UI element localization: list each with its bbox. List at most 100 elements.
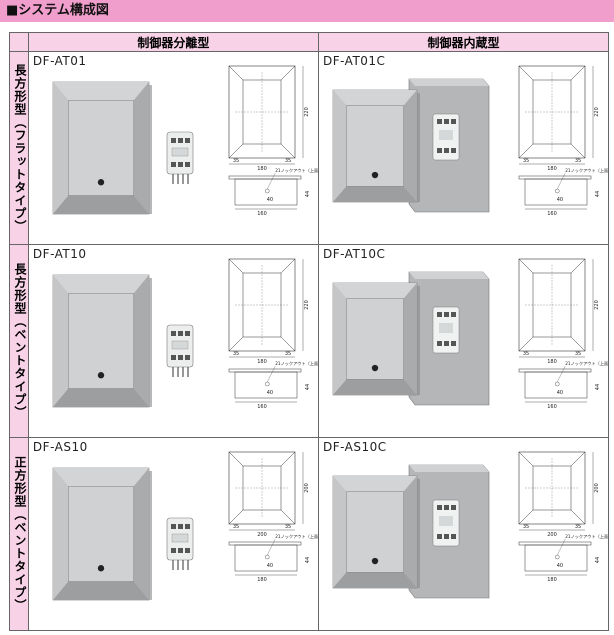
bevel-left — [332, 476, 347, 588]
model-name: DF-AT01 — [32, 54, 87, 68]
side-flange — [518, 541, 592, 546]
box-top — [408, 79, 489, 86]
side-dimension: 35 — [233, 524, 239, 530]
housing-photo — [52, 274, 152, 408]
terminal — [443, 119, 449, 124]
terminal — [450, 341, 456, 346]
corner-cell — [9, 32, 29, 52]
side-dimension: 35 — [285, 158, 291, 164]
corner-line — [570, 143, 586, 159]
header-built-in: 制御器内蔵型 — [317, 32, 610, 52]
controller-photo — [166, 517, 194, 570]
bevel-right — [403, 90, 417, 202]
label-plate — [171, 533, 189, 543]
sensor-hole — [371, 364, 379, 372]
knockout-label: 21ノックアウト（上面） — [275, 360, 318, 367]
side-body — [234, 371, 298, 399]
terminal — [184, 138, 190, 143]
label-plate — [438, 130, 453, 140]
terminal — [170, 548, 176, 553]
shadow — [148, 85, 152, 214]
terminal — [436, 505, 442, 510]
side-dimension: 35 — [523, 158, 529, 164]
bevel-right — [133, 275, 149, 407]
side-dimension: 35 — [285, 351, 291, 357]
knockout-symbol — [265, 188, 270, 194]
height-dimension: 220 — [594, 107, 600, 117]
corner-line — [518, 336, 534, 352]
terminal — [170, 138, 176, 143]
built-in-box-photo — [408, 464, 490, 599]
corner-line — [518, 143, 534, 159]
height-dimension: 200 — [304, 483, 310, 493]
bevel-right — [403, 283, 417, 395]
row-label: 長方形型（フラットタイプ） — [13, 63, 27, 233]
depth-dimension-1: 40 — [267, 390, 273, 396]
built-in-box-photo — [408, 78, 490, 213]
row-label: 正方形型（ベントタイプ） — [13, 456, 27, 612]
row-label-cell: 正方形型（ベントタイプ） — [9, 437, 29, 631]
terminal — [170, 162, 176, 167]
terminal — [436, 341, 442, 346]
side-dimension: 35 — [575, 158, 581, 164]
bevel-right — [403, 476, 417, 588]
housing-photo — [52, 81, 152, 215]
leader-line — [267, 365, 276, 383]
terminal — [177, 524, 183, 529]
header-separate: 制御器分離型 — [27, 32, 319, 52]
depth-dimension-1: 40 — [267, 563, 273, 569]
corner-line — [280, 336, 296, 352]
side-body — [524, 544, 588, 572]
terminal — [436, 119, 442, 124]
corner-line — [228, 336, 244, 352]
bevel-top — [52, 468, 149, 487]
row-label: 長方形型（ベントタイプ） — [13, 263, 27, 419]
terminal — [177, 138, 183, 143]
bevel-left — [52, 275, 69, 407]
corner-line — [570, 509, 586, 525]
terminal — [443, 312, 449, 317]
title-bar: ■システム構成図 — [0, 0, 614, 22]
label-plate — [438, 516, 453, 526]
terminal — [450, 534, 456, 539]
sensor-hole — [371, 171, 379, 179]
bevel-right — [133, 82, 149, 214]
model-name: DF-AT01C — [322, 54, 386, 68]
depth-dimension: 180 — [547, 577, 557, 583]
row-label-cell: 長方形型（ベントタイプ） — [9, 244, 29, 438]
box-top — [408, 465, 489, 472]
bevel-left — [332, 283, 347, 395]
terminal — [443, 505, 449, 510]
front-outline — [228, 65, 296, 159]
side-dimension: 35 — [523, 524, 529, 530]
leader-line — [557, 365, 566, 383]
knockout-symbol — [265, 381, 270, 387]
corner-line — [228, 65, 244, 81]
corner-line — [570, 258, 586, 274]
label-plate — [171, 340, 189, 350]
side-dimension: 35 — [233, 158, 239, 164]
terminal — [450, 148, 456, 153]
shadow — [416, 93, 420, 202]
depth-dimension-1: 40 — [267, 197, 273, 203]
terminal — [443, 534, 449, 539]
terminal — [184, 548, 190, 553]
terminal — [184, 162, 190, 167]
corner-line — [518, 258, 534, 274]
depth-dimension-1: 40 — [557, 563, 563, 569]
bevel-left — [332, 90, 347, 202]
width-dimension: 180 — [257, 166, 267, 172]
terminal — [450, 505, 456, 510]
label-plate — [438, 323, 453, 333]
sensor-hole — [97, 565, 105, 572]
